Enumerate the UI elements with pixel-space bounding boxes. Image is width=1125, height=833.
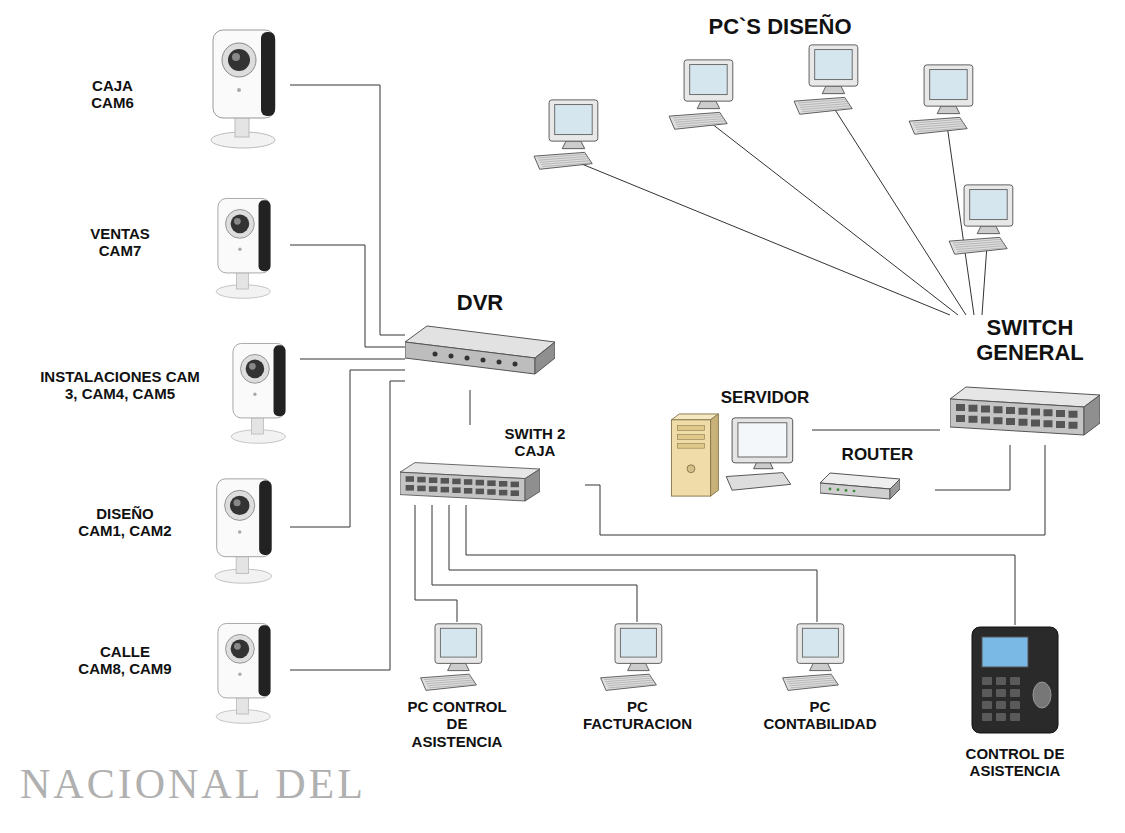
network-cable: [466, 505, 1015, 625]
network-cable: [300, 359, 405, 360]
switch-device: SWITCH GENERAL: [940, 315, 1120, 445]
network-cable: [935, 445, 1010, 490]
attendance-device: CONTROL DE ASISTENCIA: [935, 625, 1095, 800]
camera-node: INSTALACIONES CAM 3, CAM4, CAM5: [35, 330, 300, 450]
pc-icon: [530, 98, 615, 173]
network-cable: [449, 505, 817, 622]
network-cable: [470, 390, 471, 425]
node-label: PC FACTURACION: [575, 698, 700, 733]
cam-icon: [205, 190, 285, 300]
network-cable: [572, 160, 950, 315]
node-label: DVR: [445, 290, 515, 315]
cam-icon: [220, 335, 300, 445]
cam-icon: [205, 20, 285, 150]
node-label: PC CONTABILIDAD: [755, 698, 885, 733]
network-cable: [290, 370, 405, 527]
watermark-text: NACIONAL DEL: [20, 760, 366, 808]
camera-node: VENTAS CAM7: [75, 190, 290, 300]
network-cable: [812, 430, 940, 431]
pc-node: PC FACTURACION: [575, 622, 702, 752]
node-label: INSTALACIONES CAM 3, CAM4, CAM5: [35, 368, 205, 403]
network-cable: [982, 245, 987, 315]
network-cable: [432, 505, 637, 622]
network-cable: [415, 505, 457, 622]
pc-icon: [665, 58, 750, 133]
cam-icon: [205, 470, 285, 585]
pc-node: PC CONTABILIDAD: [755, 622, 887, 752]
pc-group: PC`S DISEÑO: [520, 8, 1050, 273]
dvr-icon: [405, 322, 555, 382]
node-label: PC CONTROL DE ASISTENCIA: [407, 698, 507, 750]
network-cable: [832, 105, 966, 315]
node-label: SWITCH GENERAL: [945, 315, 1115, 366]
pc-icon: [415, 622, 500, 694]
rtr-icon: [820, 471, 900, 506]
node-label: CAJA CAM6: [75, 77, 150, 112]
network-cable: [585, 445, 1045, 535]
pc-icon: [905, 63, 990, 138]
pc-icon: [945, 183, 1030, 258]
node-label: SWITH 2 CAJA: [495, 425, 575, 460]
network-cable: [290, 245, 405, 347]
node-label: SERVIDOR: [720, 388, 810, 408]
router-device: ROUTER: [815, 445, 935, 510]
pc-icon: [595, 622, 680, 694]
network-cable: [290, 85, 405, 335]
pc-node: PC CONTROL DE ASISTENCIA: [400, 622, 515, 802]
node-label: PC`S DISEÑO: [650, 14, 910, 39]
node-label: DISEÑO CAM1, CAM2: [75, 505, 175, 540]
camera-node: DISEÑO CAM1, CAM2: [75, 470, 290, 585]
switch-device: SWITH 2 CAJA: [400, 425, 585, 505]
server-node: SERVIDOR: [660, 388, 812, 500]
node-label: CONTROL DE ASISTENCIA: [945, 745, 1085, 780]
node-label: ROUTER: [825, 445, 930, 465]
cam-icon: [205, 615, 285, 725]
camera-node: CALLE CAM8, CAM9: [75, 615, 290, 725]
sw-icon: [400, 461, 540, 505]
pc-icon: [777, 622, 862, 694]
node-label: CALLE CAM8, CAM9: [75, 643, 175, 678]
dvr-device: DVR: [405, 290, 555, 390]
att-icon: [970, 625, 1060, 735]
node-label: VENTAS CAM7: [75, 225, 165, 260]
camera-node: CAJA CAM6: [75, 15, 290, 155]
sw-icon: [950, 385, 1100, 440]
network-cable: [290, 381, 405, 670]
network-cable: [707, 120, 958, 315]
pc-icon: [790, 43, 875, 118]
srv-icon: [660, 412, 810, 500]
